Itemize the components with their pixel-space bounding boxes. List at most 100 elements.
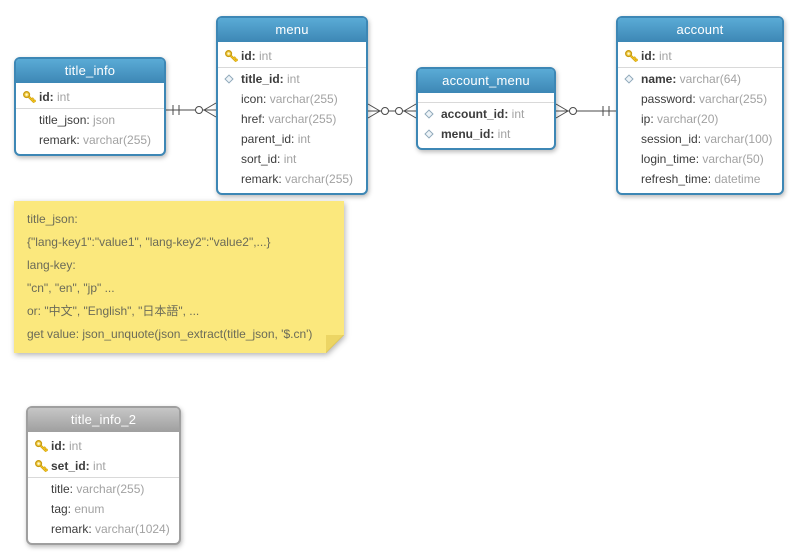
note-fold-corner-icon [326,335,344,353]
field-title_info_2-id[interactable]: id: int [28,436,179,456]
field-type: varchar(20) [653,112,719,126]
table-title-account_menu[interactable]: account_menu [418,69,554,93]
primary-key-icon [22,90,39,104]
field-name: menu_id: [441,127,495,141]
field-menu-remark[interactable]: remark: varchar(255) [218,169,366,189]
field-type: int [65,439,82,453]
foreign-key-diamond-icon [424,129,441,139]
field-type: int [89,459,106,473]
field-account_menu-account_id[interactable]: account_id: int [418,104,554,124]
field-type: varchar(64) [676,72,742,86]
sticky-note-wrapper: title_json:{"lang-key1":"value1", "lang-… [14,201,344,353]
field-separator [618,67,782,68]
field-name: account_id: [441,107,509,121]
sticky-note-text: title_json:{"lang-key1":"value1", "lang-… [27,208,331,346]
relationship-account_menu--account[interactable] [555,103,616,119]
table-title-title_info_2[interactable]: title_info_2 [28,408,179,432]
field-title_info-remark[interactable]: remark: varchar(255) [16,130,164,150]
field-title_info_2-set_id[interactable]: set_id: int [28,456,179,476]
table-title-title_info[interactable]: title_info [16,59,164,83]
field-title_info-id[interactable]: id: int [16,87,164,107]
field-account-password[interactable]: password: varchar(255) [618,89,782,109]
field-type: int [283,72,300,86]
field-menu-icon[interactable]: icon: varchar(255) [218,89,366,109]
field-type: int [508,107,525,121]
primary-key-icon [224,49,241,63]
field-type: int [494,127,511,141]
empty-key-section [418,97,554,101]
field-type: varchar(255) [265,112,337,126]
field-name: session_id: [641,132,702,146]
field-title_info-title_json[interactable]: title_json: json [16,110,164,130]
field-name: sort_id: [241,152,281,166]
field-menu-href[interactable]: href: varchar(255) [218,109,366,129]
field-name: ip: [641,112,654,126]
field-title_info_2-title[interactable]: title: varchar(255) [28,479,179,499]
field-name: set_id: [51,459,90,473]
field-menu-title_id[interactable]: title_id: int [218,69,366,89]
field-account-name[interactable]: name: varchar(64) [618,69,782,89]
primary-key-icon [34,439,51,453]
foreign-key-diamond-icon [624,74,641,84]
field-type: json [89,113,116,127]
field-name: remark: [241,172,282,186]
field-name: tag: [51,502,72,516]
field-name: name: [641,72,677,86]
field-type: varchar(255) [79,133,152,147]
field-menu-sort_id[interactable]: sort_id: int [218,149,366,169]
field-name: id: [241,49,256,63]
field-type: int [255,49,272,63]
field-name: title_json: [39,113,90,127]
field-title_info_2-tag[interactable]: tag: enum [28,499,179,519]
table-title-account[interactable]: account [618,18,782,42]
field-name: icon: [241,92,267,106]
note-line: get value: json_unquote(json_extract(tit… [27,327,313,341]
field-name: title: [51,482,74,496]
field-account-ip[interactable]: ip: varchar(20) [618,109,782,129]
field-separator [218,67,366,68]
foreign-key-diamond-icon [224,74,241,84]
field-account-login_time[interactable]: login_time: varchar(50) [618,149,782,169]
note-line: lang-key: [27,258,76,272]
field-name: id: [51,439,66,453]
field-type: varchar(1024) [91,522,170,536]
field-title_info_2-remark[interactable]: remark: varchar(1024) [28,519,179,539]
field-type: varchar(255) [73,482,145,496]
field-type: varchar(100) [701,132,773,146]
field-separator [418,102,554,103]
field-account-refresh_time[interactable]: refresh_time: datetime [618,169,782,189]
field-separator [28,477,179,478]
field-account-session_id[interactable]: session_id: varchar(100) [618,129,782,149]
table-title-menu[interactable]: menu [218,18,366,42]
note-line: {"lang-key1":"value1", "lang-key2":"valu… [27,235,271,249]
field-type: int [280,152,297,166]
field-name: id: [641,49,656,63]
field-menu-parent_id[interactable]: parent_id: int [218,129,366,149]
field-name: title_id: [241,72,284,86]
field-type: datetime [711,172,761,186]
primary-key-icon [34,459,51,473]
sticky-note[interactable]: title_json:{"lang-key1":"value1", "lang-… [14,201,344,353]
field-name: parent_id: [241,132,295,146]
relationship-title_info--menu[interactable] [166,102,217,118]
field-account_menu-menu_id[interactable]: menu_id: int [418,124,554,144]
field-type: varchar(255) [695,92,768,106]
primary-key-icon [624,49,641,63]
field-account-id[interactable]: id: int [618,46,782,66]
field-type: int [53,90,70,104]
field-separator [16,108,164,109]
field-type: enum [71,502,105,516]
field-type: int [655,49,672,63]
relationship-menu--account_menu[interactable] [367,103,417,119]
field-menu-id[interactable]: id: int [218,46,366,66]
field-name: login_time: [641,152,700,166]
